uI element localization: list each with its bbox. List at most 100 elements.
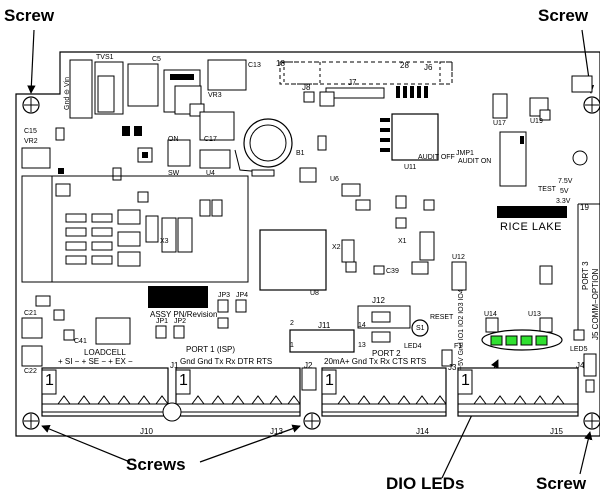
tvs1-label: TVS1 <box>96 54 114 61</box>
loadcell-ic <box>95 317 131 345</box>
c21-label: C21 <box>24 310 37 317</box>
dio-led-1 <box>490 335 503 346</box>
u13-label: U13 <box>528 311 541 318</box>
test-label: TEST <box>538 186 556 193</box>
connector-j11 <box>289 329 355 353</box>
j3-label: J3 <box>448 363 457 372</box>
jp3-label: JP3 <box>218 292 231 299</box>
screw-top-left <box>22 96 40 114</box>
jp4 <box>235 299 247 313</box>
resistor-array <box>65 209 193 267</box>
terminal-block-j15 <box>457 367 579 417</box>
jp2 <box>173 325 185 339</box>
u19-label: U19 <box>530 118 543 125</box>
connector-j2-block <box>301 367 317 391</box>
pin-13-label: 13 <box>358 342 366 349</box>
port1-label: PORT 1 (ISP) <box>186 345 236 354</box>
led5-label: LED5 <box>570 346 588 353</box>
audit-on-label: AUDIT ON <box>458 158 492 165</box>
u8-label: U8 <box>310 290 319 297</box>
sw-label: SW <box>168 170 180 177</box>
j4-pins-label: +5V Gnd IO1 IO2 IO3 IO4 <box>458 289 465 370</box>
vr3-label: VR3 <box>208 92 222 99</box>
callout-screw-top-right: Screw <box>538 6 589 25</box>
u4-label: U4 <box>206 170 215 177</box>
gnd-point <box>572 150 588 166</box>
j8-pin-18: 18 <box>276 59 285 68</box>
c13-cap <box>207 59 247 91</box>
u17 <box>492 93 508 119</box>
screw-bottom-middle <box>303 412 321 430</box>
comm-option-label: J5 COMM−OPTION <box>591 268 600 340</box>
terminal-block-j1 <box>41 367 169 417</box>
c21 <box>21 317 43 339</box>
j15-pin1-number: 1 <box>461 372 470 389</box>
terminal-block-j14 <box>321 367 447 417</box>
vin-terminal <box>69 59 93 119</box>
j15-label: J15 <box>550 427 563 436</box>
pin-14-label: 14 <box>358 322 366 329</box>
pin-1-label: 1 <box>290 342 294 349</box>
arrow-screw-top-left <box>27 29 36 94</box>
connector-j6-outline <box>279 61 453 85</box>
c41-label: C41 <box>74 338 87 345</box>
q-transistor <box>411 261 429 275</box>
s1-label: S1 <box>416 325 425 332</box>
brand-label: RICE LAKE <box>500 221 562 233</box>
c39-label: C39 <box>386 268 399 275</box>
j13-label: J13 <box>270 427 283 436</box>
u11-chip <box>391 113 439 161</box>
c13-label: C13 <box>248 62 261 69</box>
c17-label: C17 <box>204 136 217 143</box>
callout-screw-top-left: Screw <box>4 6 55 25</box>
callout-dio-leds: DIO LEDs <box>386 474 465 493</box>
u6-label: U6 <box>330 176 339 183</box>
vr2-label: VR2 <box>24 138 38 145</box>
callout-screw-bottom-right: Screw <box>536 474 587 493</box>
jp1 <box>155 325 167 339</box>
c22 <box>21 345 43 367</box>
u17-label: U17 <box>493 120 506 127</box>
j14-pin1-number: 1 <box>325 372 334 389</box>
u12-label: U12 <box>452 254 465 261</box>
connector-j7 <box>325 87 385 99</box>
j12-label: J12 <box>372 296 385 305</box>
port3-label: PORT 3 <box>581 261 590 290</box>
c15-label: C15 <box>24 128 37 135</box>
c22-label: C22 <box>24 368 37 375</box>
jp2-label: JP2 <box>174 318 187 325</box>
loadcell-label: LOADCELL <box>84 348 126 357</box>
audit-off-label: AUDIT OFF <box>418 154 455 161</box>
u8-chip <box>259 229 327 291</box>
jp4-label: JP4 <box>236 292 249 299</box>
switch-sw <box>167 139 191 167</box>
x1-label: X1 <box>398 238 407 245</box>
f1-label: F1 <box>454 343 463 350</box>
u14 <box>485 317 499 333</box>
v75-label: 7.5V <box>558 178 573 185</box>
u13 <box>539 317 553 333</box>
rice-lake-bar <box>497 206 567 218</box>
j10-label: J10 <box>140 427 153 436</box>
j6-pin-28: 28 <box>400 61 409 70</box>
port2-label: PORT 2 <box>372 349 401 358</box>
arrow-screws-middle <box>199 424 301 463</box>
j1-pin1-number: 1 <box>45 372 54 389</box>
x2-label: X2 <box>332 244 341 251</box>
u16 <box>299 167 317 183</box>
c38-dip <box>419 231 435 261</box>
pin-2-label: 2 <box>290 320 294 327</box>
j1-label: J1 <box>170 361 179 370</box>
u12 <box>451 261 467 291</box>
terminal-block-j13 <box>175 367 301 417</box>
x2-crystal <box>341 239 355 263</box>
connector-j8-header <box>283 61 321 85</box>
port1-pins: Gnd Gnd Tx Rx DTR RTS <box>180 357 273 366</box>
connector-j3-block <box>441 349 453 367</box>
callout-screws-bottom: Screws <box>126 455 186 474</box>
c17-cap <box>199 111 235 141</box>
arrow-screws-left <box>41 424 131 463</box>
port3-pin-19: 19 <box>580 203 589 212</box>
dio-led-4 <box>535 335 548 346</box>
c5-cap <box>127 63 159 107</box>
